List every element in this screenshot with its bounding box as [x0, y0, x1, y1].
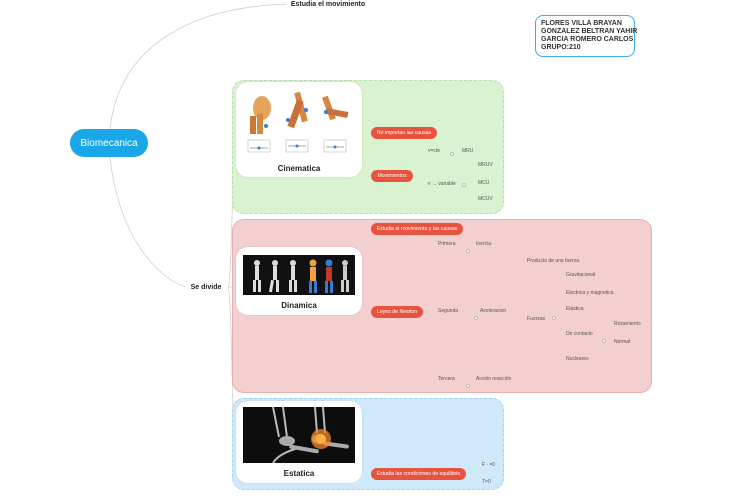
junction-dot	[474, 316, 478, 320]
label-v-variable[interactable]: v → variable	[428, 181, 456, 187]
junction-dot	[552, 316, 556, 320]
pill-estudia-movimiento-causas-label: Estudia el rcovimiento y las causas	[376, 226, 458, 232]
topic-estudia-movimiento[interactable]: Estudia el movimiento	[287, 0, 369, 11]
junction-dot	[602, 339, 606, 343]
label-nucleares[interactable]: Nucleares	[566, 356, 589, 362]
dinamica-title: Dinamica	[281, 301, 317, 310]
estatica-title: Estatica	[283, 469, 315, 478]
junction-dot	[450, 152, 454, 156]
pill-condiciones-equilibrio-label: Estudia las condiciones de equilibrio	[376, 471, 461, 477]
label-fuerzas[interactable]: Fuerzas	[527, 316, 546, 322]
label-v-cte[interactable]: v=cte	[428, 148, 441, 154]
foot-xray-illustration	[243, 407, 355, 463]
author-note[interactable]: FLORES VILLA BRAYAN GONZALEZ BELTRAN YAH…	[535, 15, 638, 57]
label-gravitacional[interactable]: Gravitacional	[566, 272, 596, 278]
author-line: GARCIA ROMERO CARLOS	[541, 36, 634, 43]
pill-no-importan-causas[interactable]: No importan las causas	[371, 127, 437, 139]
label-inercia[interactable]: Inercia	[476, 241, 492, 247]
label-tercera[interactable]: Tercera	[438, 376, 455, 382]
pill-estudia-movimiento-causas[interactable]: Estudia el rcovimiento y las causas	[371, 223, 463, 235]
topic-estudia-movimiento-label: Estudia el movimiento	[290, 0, 366, 8]
label-producto-fuerza[interactable]: Producto de una fuerza	[527, 258, 579, 264]
pill-leyes-newton[interactable]: Leyes de Newton	[371, 306, 423, 318]
label-elastica[interactable]: Elastica	[566, 306, 584, 312]
label-mcu[interactable]: MCU	[478, 180, 490, 186]
junction-dot	[466, 384, 470, 388]
root-topic[interactable]: Biomecanica	[70, 129, 148, 157]
author-line: GONZALEZ BELTRAN YAHIR	[541, 28, 638, 35]
label-aceleracion[interactable]: Aceleracion	[480, 308, 507, 314]
root-topic-label: Biomecanica	[80, 137, 138, 149]
dinamica-card[interactable]: Dinamica	[236, 247, 362, 315]
pill-condiciones-equilibrio[interactable]: Estudia las condiciones de equilibrio	[371, 468, 466, 480]
label-mru[interactable]: MRU	[462, 148, 474, 154]
label-sum-t-zero[interactable]: T=0	[482, 479, 491, 485]
label-sum-f-zero[interactable]: F · =0	[482, 462, 496, 468]
pill-leyes-newton-label: Leyes de Newton	[376, 309, 418, 315]
label-mcuv[interactable]: MCUV	[478, 196, 493, 202]
cinematica-card[interactable]: Cinematica	[236, 82, 362, 177]
junction-dot	[462, 183, 466, 187]
junction-dot	[466, 249, 470, 253]
author-line: GRUPO:210	[541, 44, 581, 51]
topic-se-divide[interactable]: Se divide	[186, 280, 226, 294]
label-normal[interactable]: Normal	[614, 339, 631, 345]
topic-se-divide-label: Se divide	[190, 283, 222, 291]
pill-no-importan-causas-label: No importan las causas	[376, 130, 432, 136]
arm-joint-illustration	[247, 91, 349, 153]
label-electrica-magnetica[interactable]: Electrica y magnetica	[566, 290, 614, 296]
label-mruv[interactable]: MRUV	[478, 162, 493, 168]
estatica-card[interactable]: Estatica	[236, 401, 362, 483]
label-primera[interactable]: Primera	[438, 241, 456, 247]
skeleton-motion-illustration	[243, 255, 355, 295]
author-line: FLORES VILLA BRAYAN	[541, 20, 622, 27]
label-de-contacto[interactable]: De contacto	[566, 331, 593, 337]
pill-movimientos[interactable]: Movimientos	[371, 170, 413, 182]
pill-movimientos-label: Movimientos	[377, 173, 407, 179]
label-accion-reaccion[interactable]: Acción reacción	[476, 376, 512, 382]
label-rozamiento[interactable]: Rozamiento	[614, 321, 641, 327]
cinematica-title: Cinematica	[277, 164, 321, 173]
label-segunda[interactable]: Segunda	[438, 308, 459, 314]
